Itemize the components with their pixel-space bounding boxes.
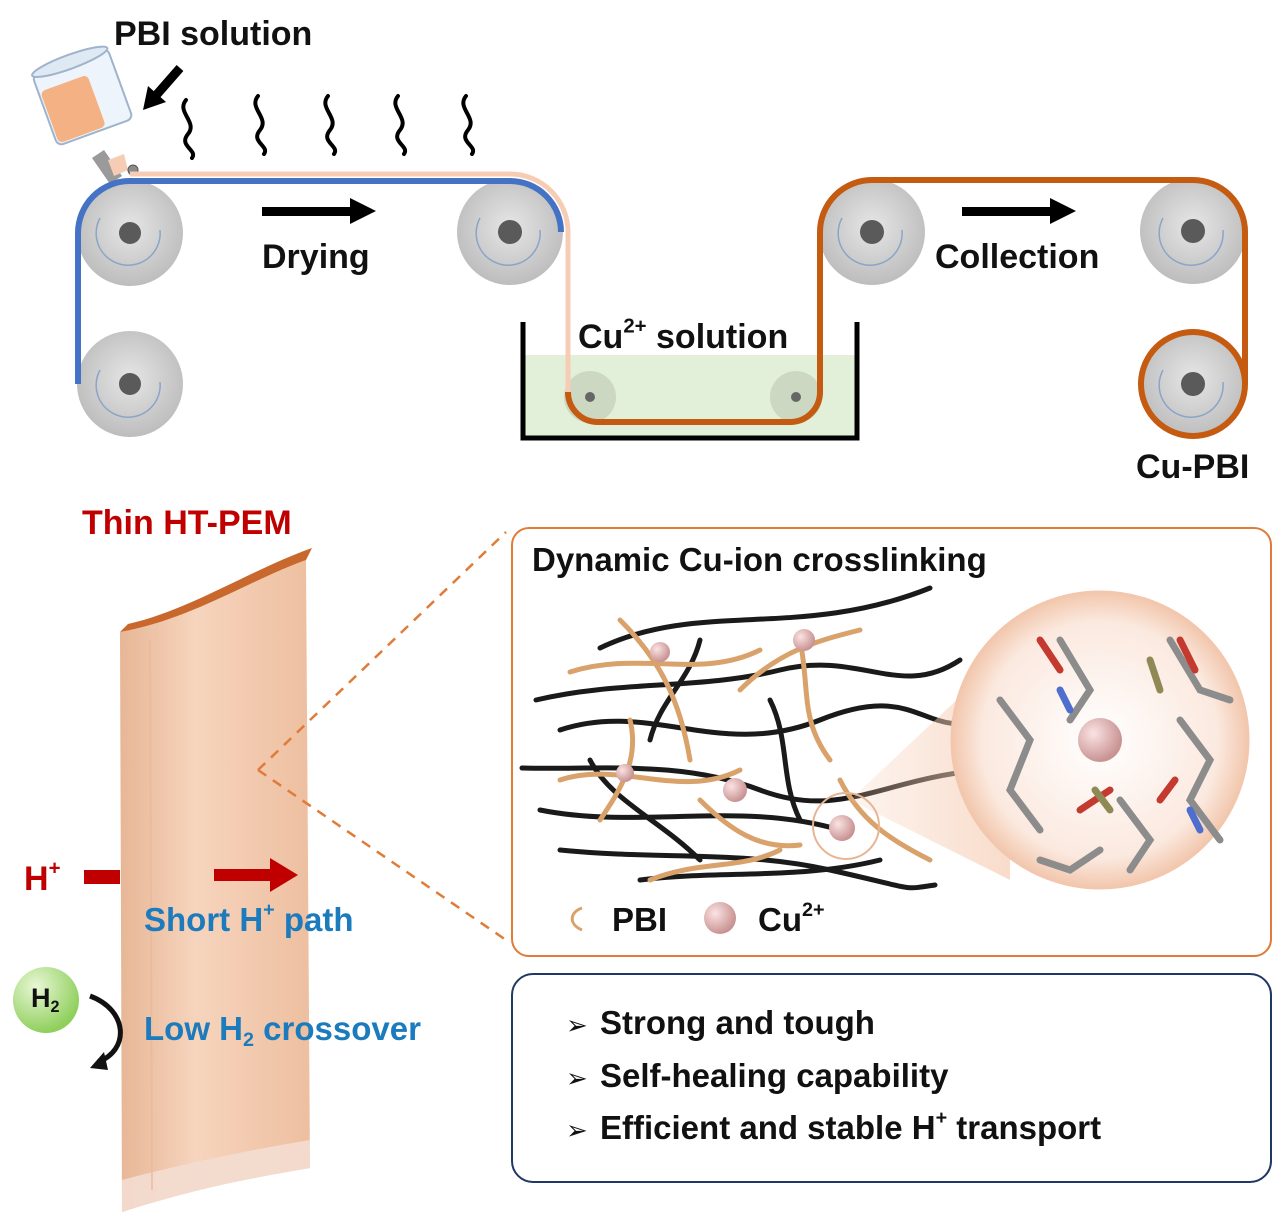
roller-unwind-bottom xyxy=(77,331,183,437)
legend-cu-label: Cu2+ xyxy=(758,900,825,938)
collection-label: Collection xyxy=(935,238,1100,276)
legend-cu-charge: 2+ xyxy=(802,899,825,922)
crossover-prefix: Low H xyxy=(144,1010,243,1047)
bullet-arrow-icon: ➢ xyxy=(566,1115,588,1145)
zoom-source-circle xyxy=(812,792,880,860)
membrane-title: Thin HT-PEM xyxy=(82,504,292,542)
proton-label: H+ xyxy=(24,859,60,898)
membrane-sheet xyxy=(120,548,312,1212)
cu-pbi-film-line xyxy=(565,177,1248,440)
cu-solution-charge: 2+ xyxy=(623,315,647,338)
cu-solution-element: Cu xyxy=(578,318,624,356)
crossover-sub: 2 xyxy=(242,1028,254,1051)
cu-solution-label: Cu2+ solution xyxy=(578,317,789,356)
short-path-suffix: path xyxy=(274,901,354,938)
collection-arrow-icon xyxy=(962,198,1076,224)
support-film-line xyxy=(75,178,564,384)
legend-cu-icon xyxy=(704,902,736,934)
pour-arrowhead-icon xyxy=(143,86,166,110)
heat-waves-icon xyxy=(181,94,476,160)
property-item: ➢ Self-healing capability xyxy=(566,1059,948,1092)
bullet-arrow-icon: ➢ xyxy=(566,1063,588,1093)
proton-bar-icon xyxy=(84,870,120,884)
roller-unwind-top xyxy=(77,180,183,286)
cu-pbi-label: Cu-PBI xyxy=(1136,448,1250,486)
properties-panel xyxy=(511,973,1272,1183)
drying-arrow-icon xyxy=(262,198,376,224)
molecular-zoom-view xyxy=(950,590,1250,890)
property-item: ➢ Efficient and stable H+ transport xyxy=(566,1108,1102,1146)
crosslinking-title: Dynamic Cu-ion crosslinking xyxy=(532,541,987,578)
polymer-network xyxy=(519,585,993,891)
crossover-suffix: crossover xyxy=(254,1010,421,1047)
crossover-label: Low H2 crossover xyxy=(144,1010,421,1050)
h2-badge-label: H2 xyxy=(31,983,60,1015)
property-item: ➢ Strong and tough xyxy=(566,1006,875,1039)
h2-badge-sub: 2 xyxy=(50,997,60,1016)
cu-solution-suffix: solution xyxy=(646,318,789,356)
proton-charge: + xyxy=(48,857,61,880)
property-text: Self-healing capability xyxy=(600,1057,949,1094)
legend-pbi-label: PBI xyxy=(612,901,668,938)
roller-collection-top xyxy=(1140,178,1246,284)
bullet-arrow-icon: ➢ xyxy=(566,1010,588,1040)
proton-arrow-icon xyxy=(214,858,298,892)
beaker-icon xyxy=(31,45,133,146)
property-text: Strong and tough xyxy=(600,1004,875,1041)
cu-ion-spheres xyxy=(616,629,855,841)
crosslinking-panel xyxy=(511,527,1272,957)
h2-badge-letter: H xyxy=(31,983,51,1013)
roller-collection-bottom xyxy=(1140,331,1246,437)
property-suffix: transport xyxy=(947,1109,1102,1146)
h2-molecule-icon xyxy=(13,967,79,1033)
drying-label: Drying xyxy=(262,238,370,276)
roller-drying-end xyxy=(457,179,563,285)
short-path-prefix: Short H xyxy=(144,901,264,938)
property-text: Efficient and stable H xyxy=(600,1109,936,1146)
zoom-dashed-lines xyxy=(257,531,507,942)
short-path-label: Short H+ path xyxy=(144,900,354,938)
roller-bath-exit xyxy=(819,179,925,285)
legend-cu-element: Cu xyxy=(758,901,802,938)
legend-pbi-icon xyxy=(570,906,583,932)
crossover-bounce-arrow-icon xyxy=(89,993,123,1070)
pbi-solution-label: PBI solution xyxy=(114,15,313,53)
proton-symbol: H xyxy=(24,860,49,898)
property-charge: + xyxy=(935,1107,948,1130)
short-path-charge: + xyxy=(263,899,275,922)
